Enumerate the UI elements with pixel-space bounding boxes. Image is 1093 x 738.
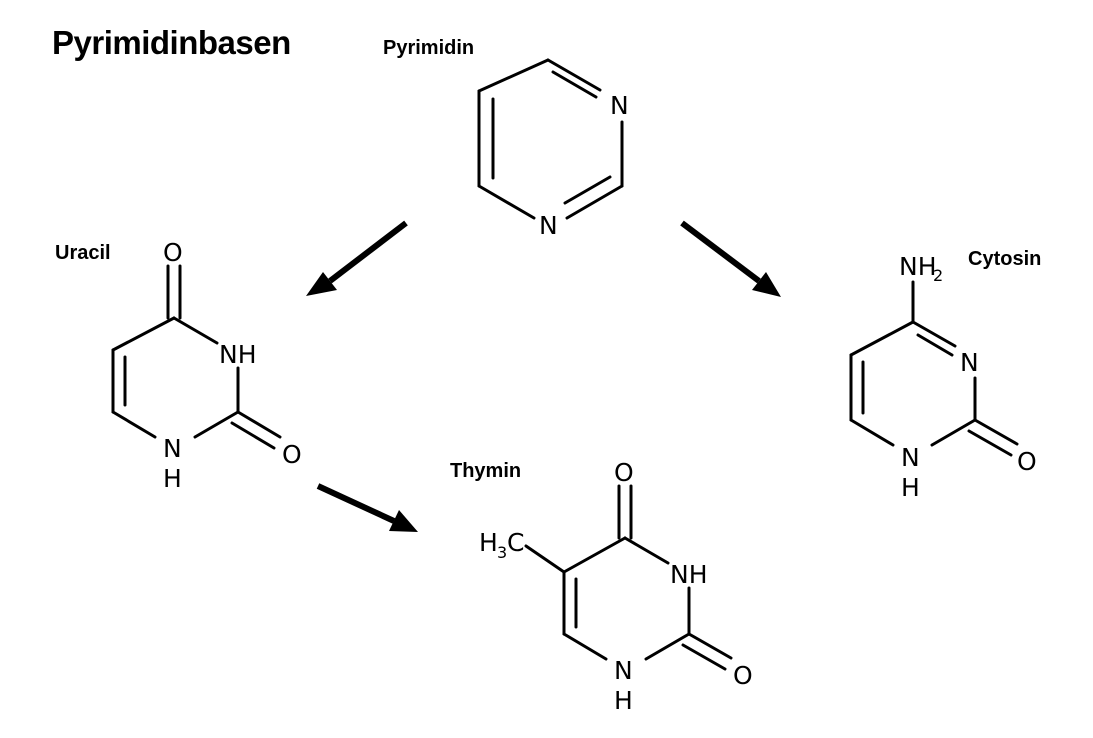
uracil-atom-o-right: O [282, 440, 302, 469]
thymin-atom-n-bottom: N [614, 656, 633, 685]
thymin-atom-h-bottom: H [614, 686, 633, 715]
thymin-atom-o-top: O [614, 458, 634, 487]
page-title: Pyrimidinbasen [52, 24, 291, 61]
cytosin-atom-n-bottom: N [901, 443, 920, 472]
arrow-pyrimidin-to-cytosin [680, 220, 781, 297]
pyrimidin-atom-n1: N [610, 91, 629, 120]
cytosin-atom-nh2-subscript: 2 [933, 266, 943, 285]
uracil-atom-h-bottom: H [163, 464, 182, 493]
uracil-atom-o-top: O [163, 238, 183, 267]
pyrimidin-structure: N N [477, 58, 629, 240]
thymin-atom-nh: NH [670, 560, 708, 589]
uracil-label: Uracil [55, 242, 111, 264]
thymin-atom-h3c-c: C [507, 528, 524, 557]
pyrimidin-atom-n2: N [539, 211, 558, 240]
cytosin-structure: NH 2 N N H O [849, 252, 1037, 502]
thymin-structure: O H 3 C NH N H O [479, 458, 753, 715]
thymin-atom-h3c-subscript: 3 [497, 543, 507, 562]
cytosin-label: Cytosin [968, 248, 1042, 270]
thymin-label: Thymin [450, 460, 522, 482]
thymin-atom-h3c-h: H [479, 528, 498, 557]
pyrimidin-label: Pyrimidin [383, 37, 475, 59]
uracil-atom-nh: NH [219, 340, 257, 369]
cytosin-atom-n-right: N [960, 348, 979, 377]
cytosin-atom-o-right: O [1017, 447, 1037, 476]
arrow-pyrimidin-to-uracil [306, 220, 408, 296]
thymin-atom-o-right: O [733, 661, 753, 690]
uracil-structure: O NH N H O [111, 238, 302, 493]
uracil-atom-n-bottom: N [163, 434, 182, 463]
cytosin-atom-nh: NH [899, 252, 937, 281]
arrow-uracil-to-thymin [316, 483, 418, 532]
cytosin-atom-h-bottom: H [901, 473, 920, 502]
